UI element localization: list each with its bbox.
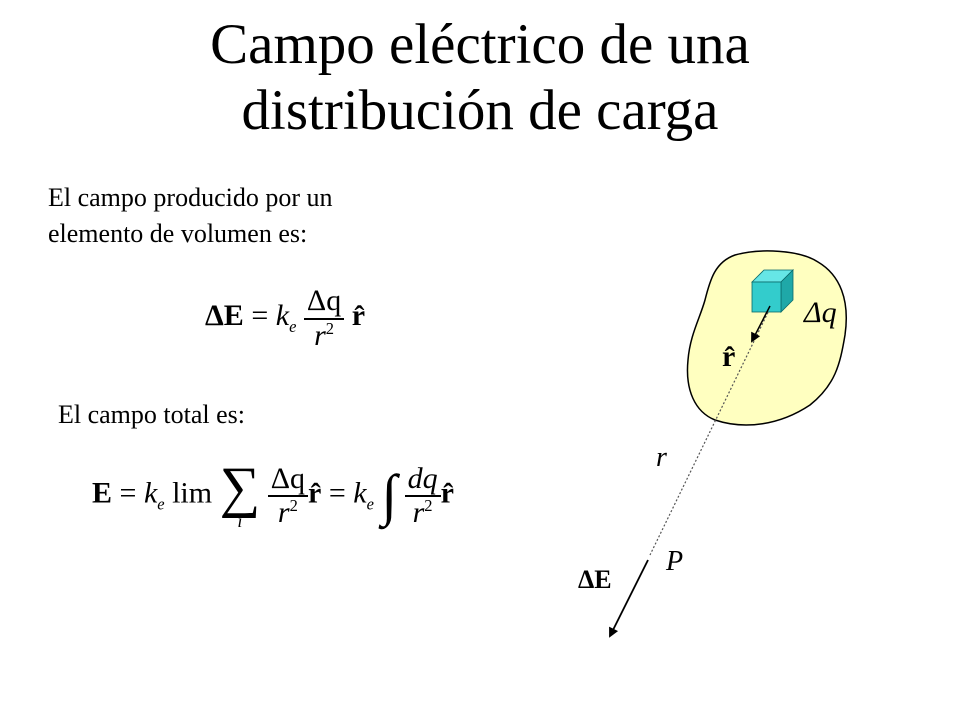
formula2-den1-text: r	[277, 496, 290, 530]
formula2-den1-sup: 2	[289, 496, 298, 516]
formula2-lhs: E	[92, 476, 113, 510]
formula2-equals-1: =	[119, 476, 137, 510]
formula1-equals: =	[251, 298, 269, 332]
title-line-2: distribución de carga	[241, 79, 719, 142]
formula-total-field: E = ke lim ∑ i Δq r2 r̂ = ke ∫ dq r2 r̂	[92, 456, 454, 532]
formula1-k-sub: e	[289, 316, 297, 336]
formula2-num1-text: Δq	[270, 461, 306, 495]
volume-text-line-2: elemento de volumen es:	[48, 219, 308, 248]
formula2-num2-text: dq	[407, 461, 438, 495]
formula1-lhs: ΔE	[205, 298, 244, 332]
charge-distribution-blob	[686, 250, 847, 426]
formula2-k1: k	[143, 476, 158, 510]
formula2-k1-sub: e	[157, 494, 165, 514]
sigma-symbol: ∑	[219, 456, 261, 519]
label-delta-e: ΔE	[578, 565, 612, 594]
formula2-lim: lim	[172, 476, 213, 510]
volume-element-text: El campo producido por un elemento de vo…	[48, 180, 333, 252]
formula2-sum: ∑ i	[219, 456, 261, 532]
unit-vector-arrow	[751, 305, 771, 343]
formula1-denominator: r2	[304, 318, 344, 352]
formula1-num-text: Δq	[306, 284, 342, 317]
formula2-numerator-2: dq	[404, 461, 441, 498]
label-delta-q: Δq	[803, 296, 837, 329]
slide-title: Campo eléctrico de una distribución de c…	[0, 12, 960, 144]
formula2-den2-sup: 2	[424, 496, 433, 516]
formula2-k2: k	[353, 476, 367, 510]
total-field-text: El campo total es:	[58, 400, 246, 429]
formula2-fraction-1: Δq r2	[267, 461, 309, 529]
formula2-denominator-2: r2	[405, 497, 441, 529]
title-line-1: Campo eléctrico de una	[210, 13, 750, 76]
label-r-hat: r̂	[722, 340, 735, 373]
formula2-numerator-1: Δq	[267, 461, 309, 498]
volume-text-line-1: El campo producido por un	[48, 183, 333, 212]
formula-volume-element: ΔE = ke Δq r2 r̂	[205, 285, 365, 351]
sigma-index: i	[237, 511, 243, 532]
label-r: r	[656, 442, 667, 473]
formula2-unit-vector-1: r̂	[308, 476, 322, 510]
formula1-numerator: Δq	[303, 284, 345, 320]
formula1-fraction: Δq r2	[303, 284, 345, 352]
field-arrow-delta-e	[609, 559, 649, 638]
formula2-k2-sub: e	[366, 494, 374, 514]
label-point-p: P	[665, 546, 683, 577]
integral-symbol: ∫	[381, 464, 398, 528]
formula2-denominator-1: r2	[268, 497, 308, 529]
formula1-unit-vector: r̂	[351, 298, 366, 332]
formula1-k: k	[275, 298, 290, 332]
formula1-den-sup: 2	[325, 318, 335, 338]
formula2-fraction-2: dq r2	[404, 461, 441, 529]
formula2-den2-text: r	[412, 496, 425, 530]
volume-element-cube	[751, 269, 794, 313]
formula1-den-text: r	[314, 318, 326, 352]
formula2-unit-vector-2: r̂	[440, 476, 454, 510]
formula2-equals-2: =	[328, 476, 346, 510]
